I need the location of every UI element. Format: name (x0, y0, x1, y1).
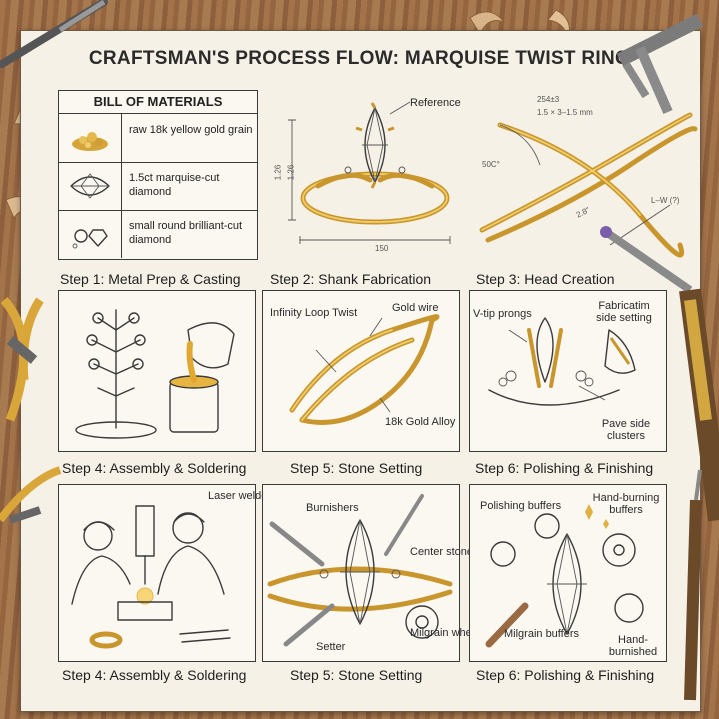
bill-of-materials-table: BILL OF MATERIALS raw 18k yellow gold gr… (58, 90, 258, 260)
step-5-panel (262, 484, 460, 662)
dimension-width: 150 (375, 244, 389, 253)
row-caption-2: Step 5: Stone Setting (290, 460, 423, 476)
annotation-hand-burning-buffers: Hand-burning buffers (592, 492, 660, 516)
annotation-side-setting: Fabricatim side setting (596, 300, 652, 324)
bom-item-label: small round brilliant-cut diamond (129, 220, 243, 246)
annotation-laser-welder: Laser welder (208, 490, 271, 502)
step-1-title: Step 1: Metal Prep & Casting (60, 271, 241, 287)
gold-wire-sketch (479, 112, 698, 258)
bottom-caption-step-6: Step 6: Polishing & Finishing (476, 667, 655, 683)
pliers-icon (0, 296, 44, 422)
annotation-burnishers: Burnishers (306, 502, 359, 514)
gold-grain-icon (72, 132, 108, 151)
reference-label: Reference (410, 97, 461, 109)
wire-note-angle: 50C° (482, 160, 500, 169)
graver-tool-icon (684, 469, 702, 701)
wire-note-sub: 1.5 × 3–1.5 mm (537, 108, 593, 117)
soldering-workers-sketch (71, 505, 231, 649)
bom-row: 1.5ct marquise-cut diamond (59, 162, 257, 211)
caliper-icon (616, 13, 704, 115)
step-4-panel (58, 484, 256, 662)
reference-ring-sketch (288, 101, 451, 244)
step-1-panel (58, 290, 256, 452)
casting-tree-sketch (75, 309, 235, 439)
annotation-infinity-loop: Infinity Loop Twist (270, 307, 358, 319)
row-caption-1: Step 4: Assembly & Soldering (62, 460, 247, 476)
step-2-title: Step 2: Shank Fabrication (270, 271, 432, 287)
annotation-v-tip-prongs: V-tip prongs (473, 308, 532, 320)
annotation-polishing-buffers: Polishing buffers (480, 500, 562, 512)
round-diamond-icon (72, 229, 108, 249)
ring-head-sketch (488, 317, 636, 406)
bottom-caption-step-4: Step 4: Assembly & Soldering (62, 667, 247, 683)
annotation-pave-clusters: Pave side clusters (601, 418, 651, 442)
twisted-shank-sketch (289, 314, 440, 425)
annotation-gold-alloy: 18k Gold Alloy (385, 416, 456, 428)
row-caption-3: Step 6: Polishing & Finishing (475, 460, 654, 476)
wire-note-side: L–W (?) (651, 196, 680, 205)
bom-item-label: raw 18k yellow gold grain (129, 124, 253, 136)
bom-row: raw 18k yellow gold grain (59, 114, 257, 163)
annotation-hand-burnished: Hand-burnished (608, 634, 658, 658)
scribe-tool-icon (0, 0, 108, 68)
page-title: CRAFTSMAN'S PROCESS FLOW: MARQUISE TWIST… (88, 48, 631, 69)
annotation-milgrain-wheels: Milgrain wheels (410, 627, 486, 639)
wire-note-top: 254±3 (537, 95, 560, 104)
tweezers-icon (0, 466, 62, 524)
annotation-milgrain-buffers: Milgrain buffers (504, 628, 579, 640)
step-3-title: Step 3: Head Creation (476, 271, 615, 287)
annotation-center-stone: Center stone (410, 546, 473, 558)
annotation-setter: Setter (316, 641, 346, 653)
polishing-sketch (485, 504, 644, 648)
soldering-torch-icon (600, 226, 719, 522)
bottom-caption-step-5: Step 5: Stone Setting (290, 667, 423, 683)
bom-row: small round brilliant-cut diamond (59, 210, 257, 258)
bom-heading: BILL OF MATERIALS (59, 91, 257, 114)
marquise-diamond-icon (70, 173, 110, 199)
bom-item-label: 1.5ct marquise-cut diamond (129, 172, 220, 198)
stone-setting-sketch (267, 494, 453, 647)
annotation-gold-wire: Gold wire (392, 302, 439, 314)
